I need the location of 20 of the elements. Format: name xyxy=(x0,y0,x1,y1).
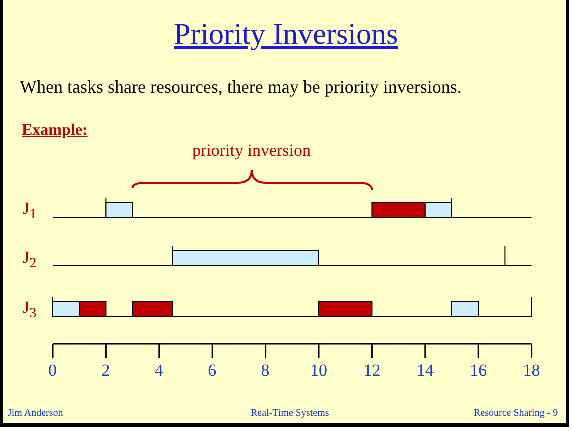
tick-label: 8 xyxy=(261,362,270,379)
row-label: J$_{1}$ xyxy=(23,200,37,222)
tick-label: 18 xyxy=(523,362,540,379)
tick-label: 6 xyxy=(208,362,217,379)
tick-label: 0 xyxy=(48,362,57,379)
tick-label: 2 xyxy=(102,362,110,379)
tick-label: 4 xyxy=(154,362,164,379)
row-label: J$_{2}$ xyxy=(23,249,37,271)
tick-label: 12 xyxy=(364,362,381,379)
footer-text: Jim Anderson xyxy=(8,409,64,419)
tick-label: 14 xyxy=(416,362,434,379)
intro-text: When tasks share resources, there may be priority inversions. xyxy=(20,78,462,96)
example-heading: Example: xyxy=(22,123,88,139)
slide-title: Priority Inversions xyxy=(174,20,398,50)
brace-label: priority inversion xyxy=(192,142,312,159)
footer-text: Resource Sharing - 9 xyxy=(474,409,558,419)
footer-text: Real-Time Systems xyxy=(251,409,330,419)
tick-label: 16 xyxy=(470,362,488,379)
tick-label: 10 xyxy=(310,362,328,379)
row-label: J$_{3}$ xyxy=(23,299,37,321)
